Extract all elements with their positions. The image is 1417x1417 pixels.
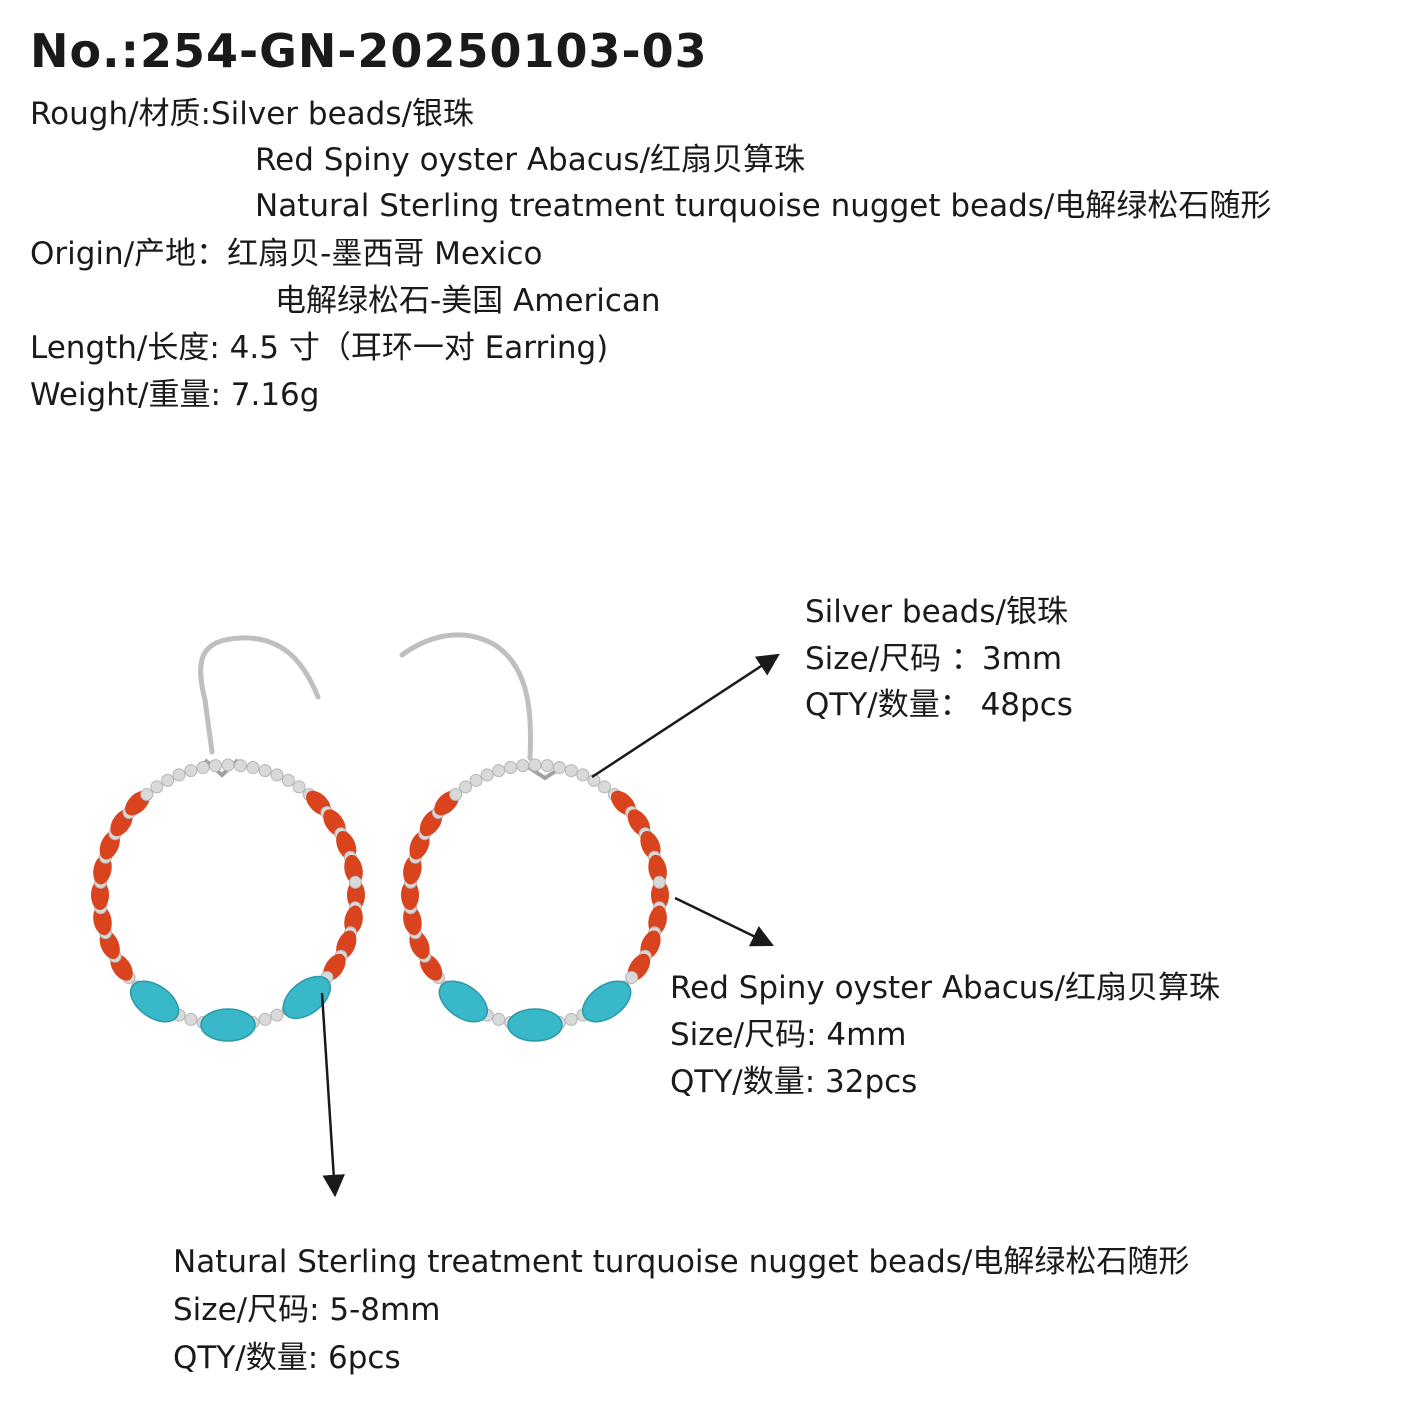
silver-bead <box>258 1012 272 1026</box>
silver-bead <box>540 759 554 773</box>
turquoise-arrow <box>320 992 345 1198</box>
silver-bead <box>492 1012 506 1026</box>
spiny-callout-qty: QTY/数量: 32pcs <box>670 1064 918 1100</box>
silver-callout-qty: QTY/数量： 48pcs <box>805 687 1073 723</box>
product-number: No.:254-GN-20250103-03 <box>30 24 708 78</box>
spiny-callout-name: Red Spiny oyster Abacus/红扇贝算珠 <box>670 970 1221 1006</box>
silver-bead <box>234 759 248 773</box>
silver-bead <box>576 768 590 782</box>
silver-bead <box>161 773 175 787</box>
turquoise-nugget-bead <box>200 1008 256 1042</box>
silver-bead <box>552 760 566 774</box>
silver-bead <box>184 1012 198 1026</box>
silver-bead <box>480 768 494 782</box>
silver-callout-name: Silver beads/银珠 <box>805 594 1068 630</box>
spiny-callout-size: Size/尺码: 4mm <box>670 1017 907 1053</box>
silver-bead <box>449 788 463 802</box>
rough-material-line-2: Red Spiny oyster Abacus/红扇贝算珠 <box>255 142 806 178</box>
silver-bead <box>564 764 578 778</box>
silver-bead <box>348 875 362 889</box>
weight-spec: Weight/重量: 7.16g <box>30 377 320 413</box>
length-spec: Length/长度: 4.5 寸（耳环一对 Earring) <box>30 330 609 366</box>
turquoise-nugget-bead <box>507 1008 563 1042</box>
silver-bead <box>516 759 530 773</box>
silver-bead <box>528 758 542 772</box>
silver-bead <box>258 764 272 778</box>
origin-line-1: Origin/产地：红扇贝-墨西哥 Mexico <box>30 236 543 272</box>
silver-bead <box>172 768 186 782</box>
silver-bead <box>504 760 518 774</box>
silver-bead <box>597 780 611 794</box>
silver-bead <box>196 760 210 774</box>
spiny-oyster-bead <box>91 880 109 910</box>
silver-bead <box>469 773 483 787</box>
silver-callout-size: Size/尺码 ：3mm <box>805 641 1063 677</box>
silver-bead <box>625 970 639 984</box>
silver-bead <box>459 780 473 794</box>
turquoise-nugget-bead <box>582 980 632 1023</box>
silver-bead <box>246 760 260 774</box>
left-earring-hook <box>198 635 321 755</box>
turquoise-nugget-bead <box>129 980 180 1023</box>
silver-bead <box>150 780 164 794</box>
spiny-oyster-bead <box>347 880 365 910</box>
silver-bead <box>184 764 198 778</box>
silver-bead <box>221 758 235 772</box>
right-earring-hook <box>399 632 534 761</box>
silver-arrow <box>591 653 780 779</box>
silver-bead <box>564 1012 578 1026</box>
turquoise-nugget-bead <box>438 980 488 1023</box>
turquoise-nugget-bead <box>282 975 332 1020</box>
turquoise-callout-qty: QTY/数量: 6pcs <box>173 1340 401 1376</box>
right-earring-ring <box>401 758 669 1042</box>
rough-material-line-3: Natural Sterling treatment turquoise nug… <box>255 188 1272 224</box>
spiny-arrow <box>674 896 775 947</box>
silver-bead <box>270 1008 284 1022</box>
rough-material-line-1: Rough/材质:Silver beads/银珠 <box>30 96 474 132</box>
silver-bead <box>281 773 295 787</box>
spiny-oyster-bead <box>651 880 669 910</box>
silver-bead <box>140 788 154 802</box>
silver-bead <box>208 759 222 773</box>
silver-bead <box>270 768 284 782</box>
silver-bead <box>652 875 666 889</box>
turquoise-callout-name: Natural Sterling treatment turquoise nug… <box>173 1244 1190 1280</box>
silver-bead <box>492 764 506 778</box>
left-earring-ring <box>91 758 365 1042</box>
turquoise-callout-size: Size/尺码: 5-8mm <box>173 1292 441 1328</box>
origin-line-2: 电解绿松石-美国 American <box>275 283 661 319</box>
silver-bead <box>292 780 306 794</box>
spiny-oyster-bead <box>401 880 419 910</box>
